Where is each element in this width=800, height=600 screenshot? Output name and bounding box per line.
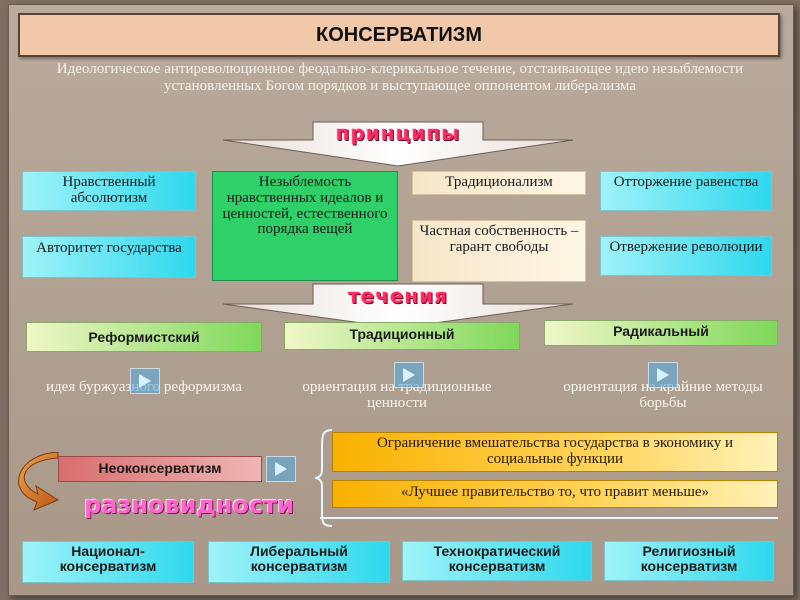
page-title: КОНСЕРВАТИЗМ [18,13,780,57]
variety-label: Либеральный консерватизм [250,543,348,574]
arrow-right-icon [394,362,424,388]
current-label: Реформистский [88,329,200,345]
variety-label: Религиозный консерватизм [640,543,738,574]
principle-label: Отвержение революции [609,239,763,255]
banner-arrow-icon [222,121,574,167]
current-label: Радикальный [613,323,709,339]
principle-state-authority: Авторитет государства [22,236,196,278]
current-traditional: Традиционный [284,322,520,350]
principle-label: Авторитет государства [36,240,182,256]
arrow-right-icon [266,456,296,482]
variety-national: Национал-консерватизм [22,541,194,583]
principle-private-property: Частная собственность – гарант свободы [412,220,586,282]
banner-arrow-icon [222,283,574,329]
principle-label: Нравственный абсолютизм [62,174,156,206]
principle-label: Незыблемость нравственных идеалов и ценн… [222,174,388,238]
principle-rejection-revolution: Отвержение революции [600,236,772,276]
title-text: КОНСЕРВАТИЗМ [315,23,482,46]
curved-arrow-icon [18,452,60,511]
neo-point-2: «Лучшее правительство то, что правит мен… [332,480,778,508]
variety-label: Национал-консерватизм [59,543,157,574]
currents-banner: течения [218,282,578,330]
neo-point-text: «Лучшее правительство то, что правит мен… [400,484,710,500]
principles-banner: принципы [218,118,578,168]
principles-banner-text: принципы [335,121,461,145]
currents-banner-text: течения [347,284,449,308]
definition-text: Идеологическое антиреволюционное феодаль… [56,61,744,95]
current-label: Традиционный [349,326,455,342]
arrow-right-icon [648,362,678,388]
variety-religious: Религиозный консерватизм [604,541,774,581]
principle-label: Отторжение равенства [613,174,759,190]
principle-traditionalism: Традиционализм [412,171,586,195]
principle-rejection-equality: Отторжение равенства [600,171,772,211]
neoconservatism-text: Неоконсерватизм [98,460,222,476]
current-reformist: Реформистский [26,322,262,352]
arrow-right-icon [130,368,160,394]
neo-point-1: Ограничение вмешательства государства в … [332,432,778,472]
neoconservatism-label: Неоконсерватизм [58,456,262,482]
varieties-banner-text: разновидности [84,491,294,519]
principle-label: Традиционализм [445,174,553,190]
principle-inviolability: Незыблемость нравственных идеалов и ценн… [212,171,398,281]
variety-label: Технократический консерватизм [433,543,561,574]
principle-label: Частная собственность – гарант свободы [419,223,579,255]
variety-technocratic: Технократический консерватизм [402,541,592,581]
current-radical: Радикальный [544,320,778,346]
neo-point-text: Ограничение вмешательства государства в … [376,435,734,467]
brace-icon [314,429,333,527]
variety-liberal: Либеральный консерватизм [208,541,390,583]
neo-underline [320,517,778,519]
principle-moral-absolutism: Нравственный абсолютизм [22,171,196,211]
